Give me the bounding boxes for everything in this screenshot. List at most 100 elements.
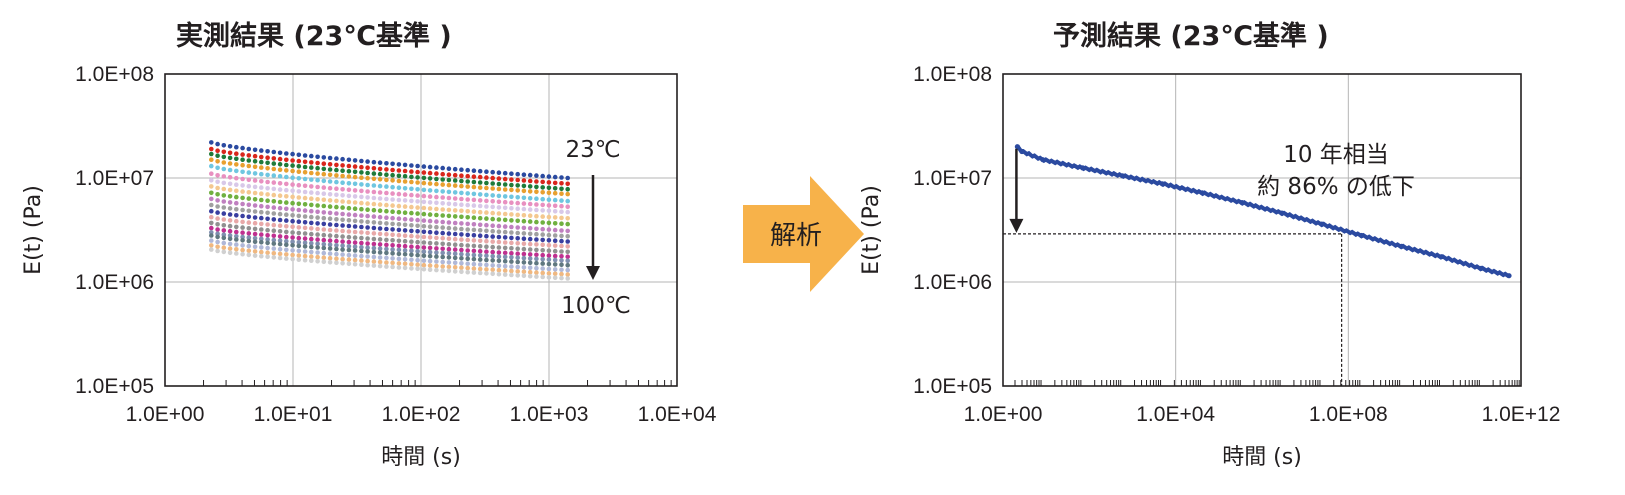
left-data-point (471, 243, 477, 249)
left-data-point (259, 215, 264, 221)
left-data-point (546, 275, 552, 280)
left-data-point (384, 226, 389, 232)
left-data-point (515, 246, 520, 251)
left-data-point (477, 203, 483, 209)
left-data-point (415, 193, 420, 198)
left-data-point (496, 267, 502, 273)
left-data-point (315, 165, 320, 171)
left-data-point (371, 263, 377, 268)
left-data-point (540, 266, 545, 271)
left-data-point (265, 254, 270, 260)
left-data-point (340, 228, 345, 234)
left-data-point (477, 192, 483, 197)
left-data-point (234, 237, 239, 242)
left-x-tick-label: 1.0E+00 (126, 403, 205, 426)
left-data-point (409, 223, 414, 228)
left-data-point (321, 171, 327, 177)
left-data-point (346, 157, 352, 163)
left-data-point (509, 230, 514, 235)
left-data-point (534, 207, 539, 213)
left-data-point (234, 234, 239, 239)
left-data-point (465, 221, 471, 227)
left-data-point (415, 175, 420, 180)
left-data-point (534, 231, 539, 237)
left-data-point (302, 208, 308, 213)
left-data-point (490, 244, 496, 250)
left-data-point (290, 235, 295, 240)
left-data-point (346, 239, 352, 245)
left-data-point (434, 230, 439, 235)
left-data-point (227, 200, 233, 205)
left-data-point (540, 220, 545, 225)
right-y-tick-label: 1.0E+06 (913, 271, 992, 294)
left-data-point (477, 244, 483, 249)
left-data-point (315, 184, 320, 190)
left-data-point (290, 194, 295, 200)
left-data-point (490, 253, 496, 259)
left-data-point (559, 275, 564, 281)
left-data-point (259, 209, 264, 215)
left-data-point (427, 229, 433, 235)
left-data-point (271, 166, 277, 172)
left-data-point (421, 240, 427, 245)
left-data-point (234, 207, 239, 212)
left-data-point (284, 218, 289, 223)
left-data-point (534, 219, 539, 225)
left-data-point (434, 254, 439, 259)
left-data-point (402, 248, 408, 253)
left-data-point (534, 274, 539, 279)
left-data-point (359, 230, 364, 235)
left-data-point (265, 155, 270, 160)
left-data-point (452, 190, 458, 195)
left-data-point (227, 194, 233, 199)
left-data-point (390, 264, 395, 270)
left-data-point (465, 227, 471, 232)
left-data-point (459, 173, 464, 178)
left-data-point (334, 162, 339, 168)
left-data-point (496, 217, 502, 222)
left-data-point (421, 187, 427, 193)
left-data-point (302, 244, 308, 249)
left-data-point (540, 173, 545, 179)
left-data-point (365, 262, 370, 268)
left-data-point (371, 249, 377, 255)
left-data-point (484, 222, 489, 228)
left-data-point (502, 254, 508, 260)
right-data-point (1438, 254, 1444, 260)
left-data-point (484, 267, 489, 272)
left-data-point (227, 144, 233, 149)
left-data-point (277, 199, 283, 205)
left-data-point (346, 187, 352, 193)
left-data-point (515, 177, 520, 183)
left-data-point (477, 222, 483, 228)
left-data-point (371, 220, 377, 225)
left-data-point (396, 216, 402, 221)
left-data-point (246, 252, 252, 258)
left-data-point (502, 205, 508, 211)
left-data-point (377, 250, 383, 255)
left-data-point (271, 156, 277, 161)
left-data-point (265, 210, 270, 216)
left-data-point (271, 233, 277, 239)
left-data-point (477, 262, 483, 267)
left-data-point (434, 263, 439, 269)
left-data-point (515, 230, 520, 236)
left-data-point (477, 253, 483, 258)
left-data-point (465, 184, 471, 189)
left-data-point (290, 230, 295, 235)
left-data-point (440, 264, 446, 269)
left-data-point (421, 224, 427, 229)
left-data-point (502, 187, 508, 192)
left-data-point (402, 162, 408, 168)
left-data-point (246, 243, 252, 249)
left-data-point (259, 203, 264, 209)
left-data-point (334, 211, 339, 216)
left-data-point (252, 253, 258, 258)
left-data-point (565, 244, 570, 249)
left-data-point (459, 265, 464, 271)
left-data-point (427, 176, 433, 181)
left-data-point (465, 269, 471, 275)
left-data-point (365, 165, 370, 170)
left-data-point (484, 216, 489, 221)
left-data-point (552, 221, 558, 226)
